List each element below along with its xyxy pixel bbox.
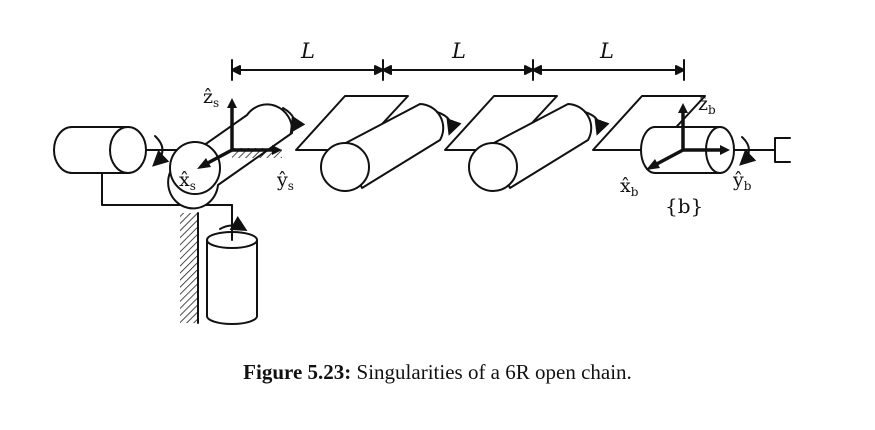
dim-label-1: L (300, 39, 315, 63)
label-frame-b: {b} (665, 194, 703, 218)
end-effector-gripper (774, 137, 791, 163)
joint-cylinder-s (167, 103, 306, 210)
base-cylinder (180, 204, 258, 325)
label-z-s: ẑs (203, 86, 219, 110)
dimension-lines (231, 59, 685, 81)
joint-cylinder-5 (468, 103, 610, 192)
frame-b-axes (646, 103, 730, 170)
label-z-b: ẑb (698, 93, 716, 117)
dim-label-2: L (451, 39, 466, 63)
link-plate-3 (592, 95, 706, 151)
label-x-b: x̂b (620, 175, 639, 199)
caption-label: Figure 5.23: (243, 360, 352, 384)
frame-s-axes (197, 98, 282, 169)
dim-label-3: L (599, 39, 614, 63)
joint-cylinder-4 (320, 103, 462, 192)
label-y-b: ŷb (732, 169, 752, 193)
caption-text: Singularities of a 6R open chain. (356, 360, 632, 384)
figure-caption: Figure 5.23: Singularities of a 6R open … (0, 360, 875, 385)
label-x-s: x̂s (179, 169, 196, 193)
joint-cylinder-left (53, 126, 181, 174)
label-y-s: ŷs (276, 169, 294, 193)
